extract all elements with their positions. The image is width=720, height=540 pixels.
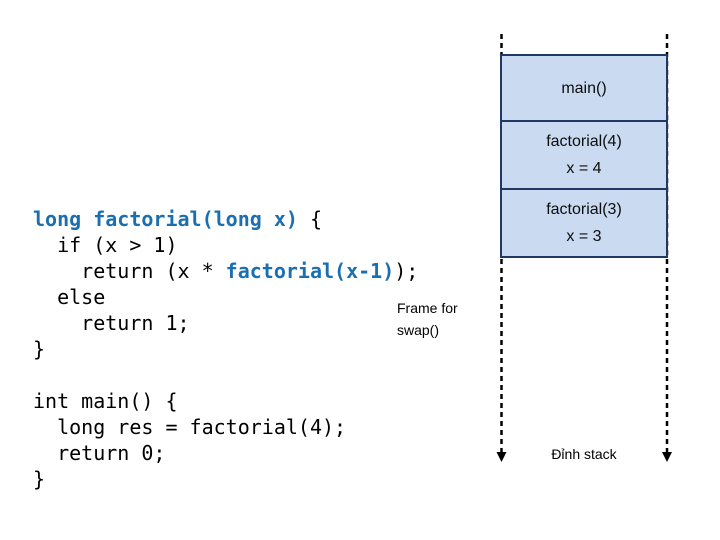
code-line-recursive-return: return (x * factorial(x-1));	[33, 258, 418, 284]
frame-note-line2: swap()	[397, 322, 440, 338]
code-line-base-return: return 1;	[33, 311, 190, 335]
code-recursive-call: factorial(x-1)	[225, 259, 395, 283]
code-line-else: else	[33, 285, 106, 309]
code-line-close-brace: }	[33, 337, 46, 361]
frame-note: Frame for swap()	[397, 297, 458, 341]
code-line-main-signature: int main() {	[33, 389, 178, 413]
code-line-main-close-brace: }	[33, 467, 46, 491]
stack-frame-title: factorial(4)	[546, 133, 622, 150]
code-line-call-factorial: long res = factorial(4);	[33, 415, 347, 439]
stack-frame-main: main()	[500, 54, 668, 122]
call-stack: main() factorial(4) x = 4 factorial(3) x…	[500, 54, 668, 258]
stack-frame-factorial-3: factorial(3) x = 3	[500, 188, 668, 258]
stack-frame-factorial-4: factorial(4) x = 4	[500, 120, 668, 190]
stack-left-arrowhead-icon	[496, 452, 507, 462]
stack-frame-detail: x = 3	[566, 228, 602, 245]
stack-right-arrowhead-icon	[662, 452, 672, 462]
code-keyword-signature: long factorial(long x)	[33, 207, 298, 231]
main-code-block: int main() { long res = factorial(4); re…	[33, 388, 346, 492]
frame-note-line1: Frame for	[397, 300, 458, 316]
factorial-code-block: long factorial(long x) { if (x > 1) retu…	[33, 206, 418, 362]
stack-top-label: Đỉnh stack	[551, 446, 617, 462]
stack-frame-title: factorial(3)	[546, 201, 622, 218]
stack-frame-title: main()	[561, 79, 607, 97]
stack-frame-detail: x = 4	[566, 160, 602, 177]
code-plain: {	[297, 207, 322, 231]
code-line-signature: long factorial(long x) {	[33, 206, 418, 232]
code-line-return-zero: return 0;	[33, 441, 166, 465]
code-plain: );	[394, 259, 419, 283]
code-plain: return (x *	[33, 259, 226, 283]
code-line-if: if (x > 1)	[33, 233, 178, 257]
